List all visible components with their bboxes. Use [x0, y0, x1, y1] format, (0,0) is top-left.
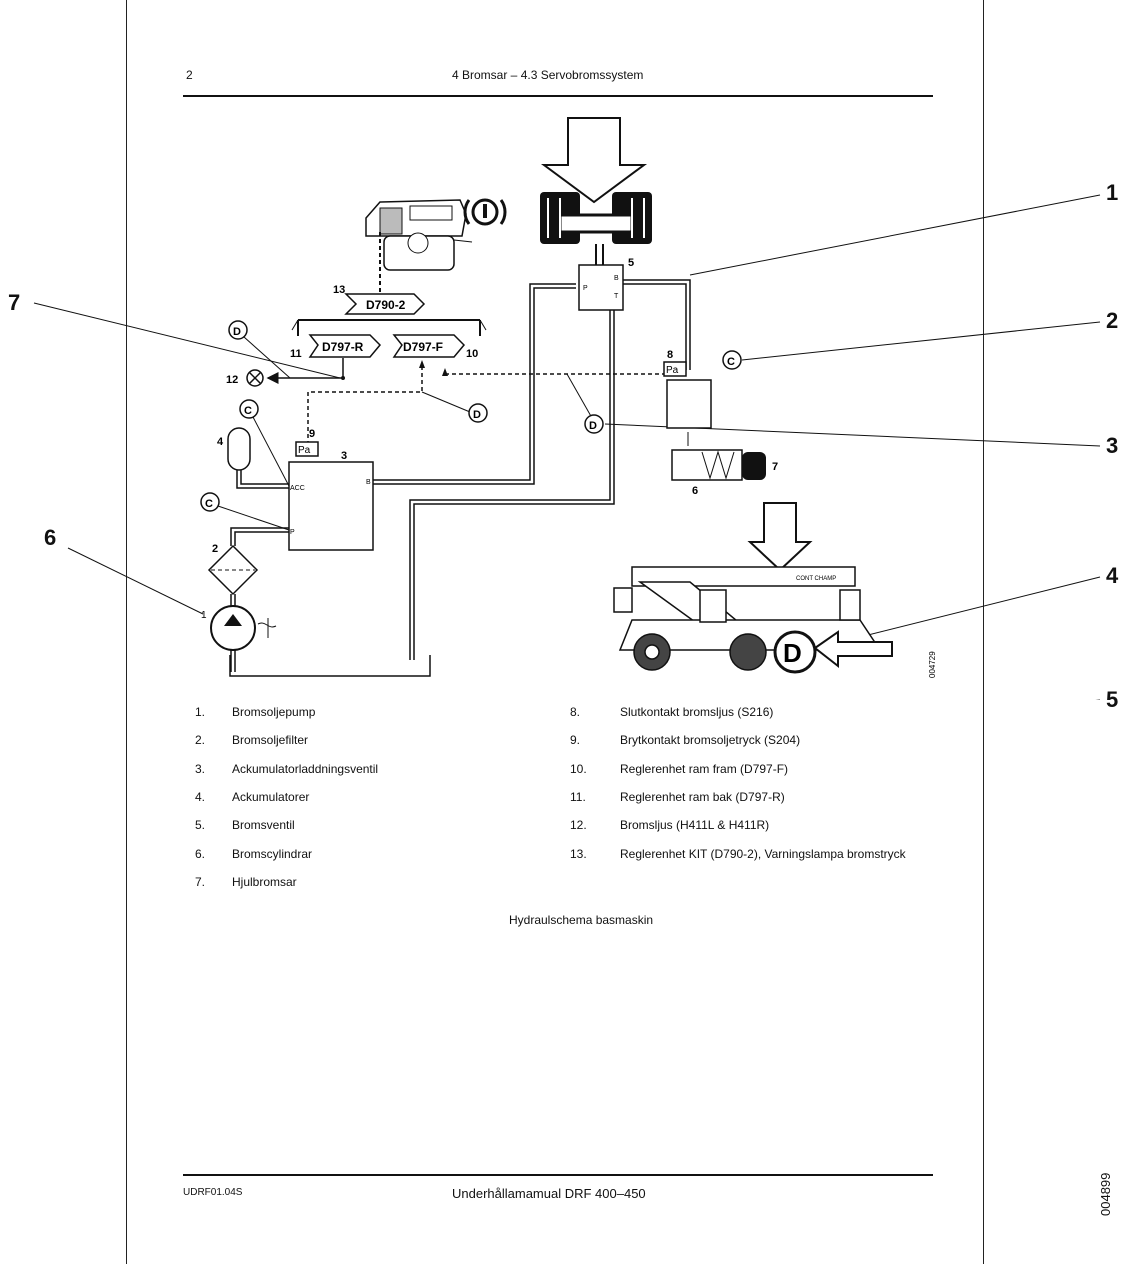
- d-circle-2: [468, 403, 488, 423]
- valve-port-b: B: [614, 275, 619, 282]
- brake-pedals: [540, 192, 652, 244]
- callout-1: 1: [1106, 180, 1119, 205]
- label-5: 5: [628, 257, 634, 269]
- label-8: 8: [667, 349, 673, 361]
- port-p-3: P: [290, 529, 295, 536]
- footer-manual-title: Underhållamamual DRF 400–450: [452, 1186, 646, 1201]
- page-header-title: 4 Bromsar – 4.3 Servobromssystem: [452, 68, 644, 82]
- c-label-1: C: [244, 405, 252, 417]
- label-11: 11: [290, 348, 302, 360]
- d-label-3: D: [589, 420, 597, 432]
- accumulator-charging-valve: [288, 461, 374, 551]
- footer-rule: [183, 1174, 933, 1176]
- valve-port-p: P: [583, 285, 588, 292]
- hydraulic-diagram: P B T 5 D790-2 13 D797-R D797-F 11 10 12…: [33, 117, 1101, 700]
- pressure-switch-9: [295, 441, 319, 457]
- leader-1: [689, 194, 1101, 276]
- label-9: 9: [309, 428, 315, 440]
- label-d797r: D797-R: [322, 340, 364, 354]
- label-3: 3: [341, 450, 347, 462]
- label-6: 6: [692, 485, 698, 497]
- accumulator: [227, 427, 251, 471]
- c-circle-1: [239, 399, 259, 419]
- tank: [229, 655, 431, 677]
- d-circle-1: [228, 320, 248, 340]
- label-10: 10: [466, 348, 478, 360]
- leader-7: [33, 302, 341, 379]
- leader-2: [741, 321, 1101, 361]
- header-rule: [183, 95, 933, 97]
- page-number: 2: [186, 68, 193, 82]
- label-1: 1: [201, 610, 207, 621]
- callout-3: 3: [1106, 433, 1119, 458]
- brake-cylinder-block: [666, 379, 712, 429]
- brake-marker-d: D: [783, 638, 802, 668]
- label-d790: D790-2: [366, 298, 406, 312]
- brake-marker-circle: [773, 630, 817, 674]
- page-frame: [126, 0, 984, 1264]
- d797f-module: [392, 334, 466, 358]
- callout-4: 4: [1106, 563, 1119, 588]
- d790-module: [344, 293, 426, 315]
- machine-side-arrow: [813, 630, 893, 669]
- pump: [210, 605, 256, 651]
- pa-label-8: Pa: [666, 365, 679, 376]
- callout-2: 2: [1106, 308, 1119, 333]
- machine-arrow: [747, 502, 813, 572]
- figure-caption: Hydraulschema basmaskin: [509, 913, 654, 927]
- machine-cont-champ: CONT CHAMP: [796, 576, 836, 582]
- d797r-module: [308, 334, 382, 358]
- display-unit: [365, 199, 473, 271]
- footer-doc-code: UDRF01.04S: [183, 1187, 243, 1198]
- callout-6: 6: [44, 525, 57, 550]
- d-label-2: D: [473, 409, 481, 421]
- machine-brand: Kalmar: [668, 575, 687, 581]
- port-acc: ACC: [290, 485, 305, 492]
- port-b-3: B: [366, 479, 371, 486]
- brake-valve: [578, 264, 624, 311]
- label-4: 4: [217, 436, 224, 448]
- callout-7: 7: [8, 290, 21, 315]
- wheel-brake: [742, 452, 766, 480]
- d-label-1: D: [233, 326, 241, 338]
- brake-cylinder: [671, 449, 743, 481]
- side-code: 004899: [1098, 1172, 1113, 1216]
- label-2: 2: [212, 543, 218, 555]
- leader-lines: [33, 194, 1101, 700]
- callout-5: 5: [1106, 687, 1119, 712]
- label-7: 7: [772, 461, 778, 473]
- c-label-2: C: [205, 498, 213, 510]
- pressure-switch-8: [663, 361, 687, 377]
- pa-label-9: Pa: [298, 445, 311, 456]
- label-d797f: D797-F: [403, 340, 443, 354]
- valve-port-t: T: [614, 293, 619, 300]
- brake-warning-lamp-icon: [463, 198, 507, 226]
- reach-stacker-illustration: [613, 566, 882, 671]
- signal-lines: [307, 366, 670, 445]
- c-circle-2: [200, 492, 220, 512]
- c-circle-3: [722, 350, 742, 370]
- label-13: 13: [333, 284, 345, 296]
- d-circle-3: [584, 414, 604, 434]
- c-label-3: C: [727, 356, 735, 368]
- figure-image-code: 004729: [928, 651, 937, 678]
- label-12: 12: [226, 374, 238, 386]
- leader-6: [67, 547, 204, 615]
- pedal-force-arrow: [540, 117, 648, 204]
